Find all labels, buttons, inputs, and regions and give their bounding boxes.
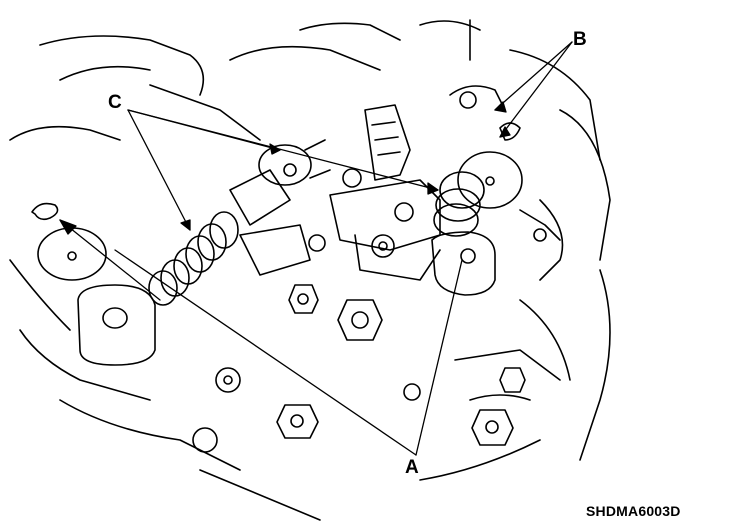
callout-label-a: A	[405, 457, 419, 478]
right-cable-assembly	[431, 85, 561, 296]
figure-code: SHDMA6003D	[586, 503, 681, 519]
callout-label-b: B	[573, 29, 587, 50]
left-cable-assembly	[31, 139, 331, 366]
callout-label-c: C	[108, 92, 122, 113]
bolts	[192, 284, 526, 453]
selector-bracket	[239, 104, 441, 281]
background-housing	[9, 19, 611, 521]
leader-lines	[59, 41, 573, 456]
